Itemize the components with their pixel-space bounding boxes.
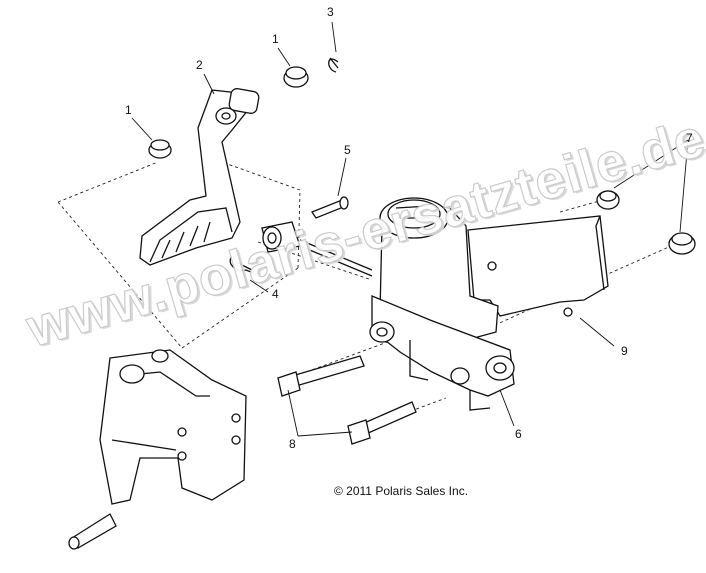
frame-mount	[68, 349, 247, 550]
callout-7: 7	[686, 131, 693, 145]
bracket-part-9	[467, 215, 609, 317]
bushing-part-1-top	[283, 66, 309, 88]
pin-part-5	[311, 196, 349, 219]
clevis-push-rod	[261, 221, 373, 277]
bolt-part-8-lower	[347, 401, 417, 445]
callout-5: 5	[344, 143, 351, 157]
callout-6: 6	[515, 427, 522, 441]
callout-9: 9	[621, 344, 628, 358]
master-cylinder	[369, 197, 515, 411]
bolt-part-8-upper	[277, 355, 365, 397]
callout-4: 4	[272, 287, 279, 301]
bushing-part-1-left	[148, 139, 172, 159]
clip-part-3	[328, 57, 339, 73]
brake-pedal-part-2	[139, 88, 260, 266]
copyright-notice: © 2011 Polaris Sales Inc.	[334, 484, 469, 498]
callout-3: 3	[327, 5, 334, 19]
leader-lines	[131, 21, 689, 437]
callout-1-top: 1	[272, 32, 279, 46]
cotter-pin-part-4	[229, 255, 257, 275]
callout-8: 8	[289, 437, 296, 451]
bushing-part-7	[596, 190, 696, 255]
callout-1-left: 1	[125, 103, 132, 117]
callout-2: 2	[196, 58, 203, 72]
